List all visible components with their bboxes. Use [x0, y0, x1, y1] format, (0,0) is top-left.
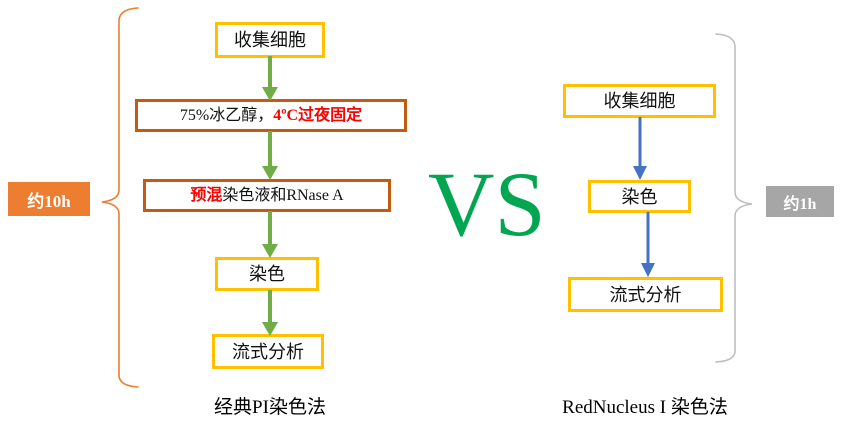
left-step-stain-label: 染色 [249, 264, 285, 284]
left-time-badge: 约10h [8, 182, 90, 216]
right-arrow-1-icon [633, 117, 647, 180]
left-step-collect-cells[interactable]: 收集细胞 [215, 22, 325, 58]
right-arrow-2-icon [641, 212, 655, 277]
left-step-premix-dye-rnase-emphasis: 预混 [190, 186, 223, 204]
left-step-premix-dye-rnase[interactable]: 预混染色液和RNase A [143, 179, 391, 212]
right-time-bracket [715, 33, 753, 363]
left-arrow-4-icon [262, 290, 278, 336]
vs-comparison-label: VS [428, 158, 546, 250]
left-step-stain[interactable]: 染色 [215, 257, 319, 291]
vs-comparison-text: VS [428, 153, 546, 255]
left-step-collect-cells-label: 收集细胞 [234, 30, 306, 50]
right-step-collect-cells[interactable]: 收集细胞 [563, 84, 716, 118]
right-flow-caption-label: RedNucleus I 染色法 [562, 397, 728, 418]
right-step-flow-analysis-label: 流式分析 [609, 284, 682, 305]
right-step-stain-label: 染色 [621, 186, 658, 207]
left-arrow-2-icon [262, 131, 278, 180]
right-flow-caption: RedNucleus I 染色法 [520, 392, 770, 419]
left-arrow-1-icon [262, 56, 278, 101]
left-step-flow-analysis[interactable]: 流式分析 [212, 334, 324, 369]
right-step-flow-analysis[interactable]: 流式分析 [568, 277, 723, 312]
right-step-collect-cells-label: 收集细胞 [603, 91, 676, 111]
left-time-badge-label: 约10h [27, 191, 71, 211]
left-arrow-3-icon [262, 211, 278, 258]
left-flow-caption: 经典PI染色法 [180, 392, 360, 419]
left-step-ethanol-fix[interactable]: 75%冰乙醇，4ºC过夜固定 [135, 99, 407, 132]
left-flow-caption-label: 经典PI染色法 [214, 397, 326, 418]
left-step-ethanol-fix-label: 75%冰乙醇， [179, 106, 274, 124]
left-step-flow-analysis-label: 流式分析 [232, 341, 304, 362]
left-step-ethanol-fix-emphasis: 4ºC过夜固定 [273, 106, 363, 124]
right-time-badge-label: 约1h [783, 195, 817, 213]
right-step-stain[interactable]: 染色 [588, 180, 691, 213]
left-time-bracket [101, 7, 139, 388]
left-step-premix-dye-rnase-label: 染色液和RNase A [222, 186, 344, 204]
right-time-badge: 约1h [766, 186, 834, 217]
